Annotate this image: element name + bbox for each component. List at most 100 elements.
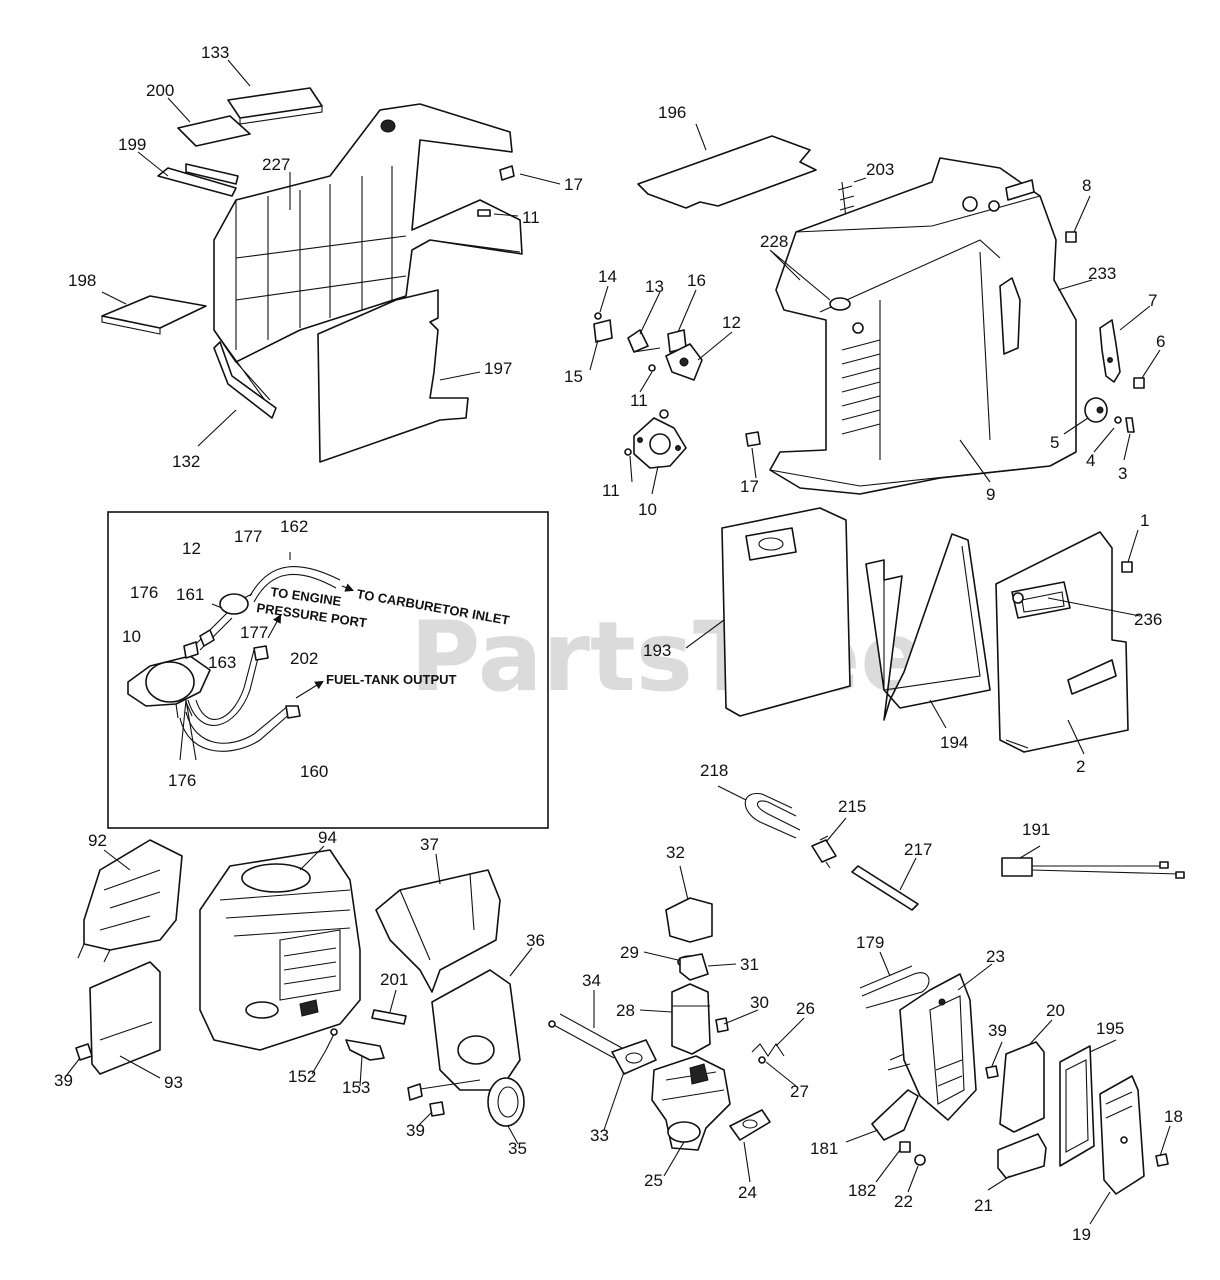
part-152-bolt — [325, 1028, 338, 1051]
part-37-shroud — [375, 869, 501, 993]
part-39a-screw — [75, 1043, 93, 1061]
part-195-gasket — [1059, 1045, 1095, 1167]
callout-12: 12 — [722, 313, 741, 332]
callout-10: 10 — [638, 500, 657, 519]
part-191-harness — [1001, 857, 1185, 879]
callout-6: 6 — [1156, 332, 1165, 351]
callout-30: 30 — [750, 993, 769, 1012]
callout-132: 132 — [172, 452, 200, 471]
leader-lines — [65, 59, 1171, 1225]
callout-21: 21 — [974, 1196, 993, 1215]
callout-152: 152 — [288, 1067, 316, 1086]
part-23-muffler — [887, 973, 977, 1121]
part-30-screw — [715, 1017, 729, 1033]
inset-pump — [127, 655, 211, 719]
part-179-hose — [859, 965, 930, 1009]
callout-11c: 11 — [602, 481, 620, 500]
part-15-plate — [593, 319, 613, 343]
callout-28: 28 — [616, 1001, 635, 1020]
inset-valve-12 — [211, 593, 253, 615]
callout-35: 35 — [508, 1139, 527, 1158]
inset-clamp-176 — [183, 641, 199, 659]
callout-39c: 39 — [988, 1021, 1007, 1040]
callout-228: 228 — [760, 232, 788, 251]
part-35-seal — [487, 1077, 525, 1127]
part-2-panel — [995, 531, 1129, 753]
callout-93: 93 — [164, 1073, 183, 1092]
callout-25: 25 — [644, 1171, 663, 1190]
callout-16: 16 — [687, 271, 706, 290]
inset-callout-10: 10 — [122, 627, 141, 646]
part-11a-screw — [477, 209, 491, 217]
part-182-screw — [899, 1141, 911, 1153]
callout-32: 32 — [666, 843, 685, 862]
callout-236: 236 — [1134, 610, 1162, 629]
part-5-knob — [1084, 397, 1108, 423]
part-1-screw — [1121, 561, 1133, 573]
part-17b-clip — [745, 431, 761, 447]
callout-3: 3 — [1118, 464, 1127, 483]
part-11c-screw — [624, 448, 632, 456]
part-36-shroud — [407, 969, 521, 1101]
callout-17b: 17 — [740, 477, 759, 496]
inset-hose-162 — [249, 566, 341, 603]
callout-31: 31 — [740, 955, 759, 974]
part-133-cover — [227, 87, 323, 125]
callout-29: 29 — [620, 943, 639, 962]
inset-hose-160 — [179, 705, 301, 752]
callout-133: 133 — [201, 43, 229, 62]
part-132-skirt — [213, 341, 277, 419]
inset-note-fuel-tank: FUEL-TANK OUTPUT — [326, 672, 457, 687]
callout-196: 196 — [658, 103, 686, 122]
inset-callout-176b: 176 — [168, 771, 196, 790]
inset-callout-177a: 177 — [234, 527, 262, 546]
callout-4: 4 — [1086, 451, 1095, 470]
callout-37: 37 — [420, 835, 439, 854]
part-39b-screw — [429, 1101, 445, 1117]
part-18-screw — [1155, 1153, 1169, 1167]
part-7-bracket — [1099, 319, 1121, 383]
inset-fuel-system — [107, 511, 549, 829]
callout-13: 13 — [645, 277, 664, 296]
part-32-cover — [665, 897, 713, 943]
inset-hose-161 — [195, 611, 233, 651]
callout-8: 8 — [1082, 176, 1091, 195]
part-10-pump — [633, 409, 687, 469]
callout-26: 26 — [796, 999, 815, 1018]
callout-217: 217 — [904, 840, 932, 859]
part-153-sensor — [345, 1039, 385, 1061]
part-34-rod — [548, 1013, 623, 1059]
part-93-shroud — [89, 961, 161, 1075]
part-201-bolt — [371, 1009, 407, 1025]
callout-201: 201 — [380, 970, 408, 989]
callout-92: 92 — [88, 831, 107, 850]
callout-27: 27 — [790, 1082, 809, 1101]
callout-7: 7 — [1148, 291, 1157, 310]
inset-callout-176a: 176 — [130, 583, 158, 602]
inset-frame — [107, 511, 549, 829]
callout-199: 199 — [118, 135, 146, 154]
inset-callout-161: 161 — [176, 585, 204, 604]
inset-callout-163: 163 — [208, 653, 236, 672]
callout-34: 34 — [582, 971, 601, 990]
part-19-heatshield — [1099, 1075, 1145, 1195]
inset-callout-202: 202 — [290, 649, 318, 668]
callout-153: 153 — [342, 1078, 370, 1097]
callout-33: 33 — [590, 1126, 609, 1145]
callout-11a: 11 — [522, 208, 540, 227]
callout-39a: 39 — [54, 1071, 73, 1090]
callout-197: 197 — [484, 359, 512, 378]
part-11b-screw — [648, 364, 656, 372]
callout-39b: 39 — [406, 1121, 425, 1140]
callout-182: 182 — [848, 1181, 876, 1200]
part-8-screw — [1065, 231, 1077, 243]
inset-callout-160: 160 — [300, 762, 328, 781]
callout-1: 1 — [1140, 511, 1149, 530]
callout-labels: 133 200 199 227 198 132 197 17 11 196 20… — [54, 43, 1183, 1244]
part-194-gasket — [865, 533, 991, 721]
callout-14: 14 — [598, 267, 617, 286]
part-181-guard — [871, 1089, 919, 1141]
callout-24: 24 — [738, 1183, 757, 1202]
part-20-block — [999, 1041, 1045, 1133]
part-17a-clip — [499, 165, 515, 181]
